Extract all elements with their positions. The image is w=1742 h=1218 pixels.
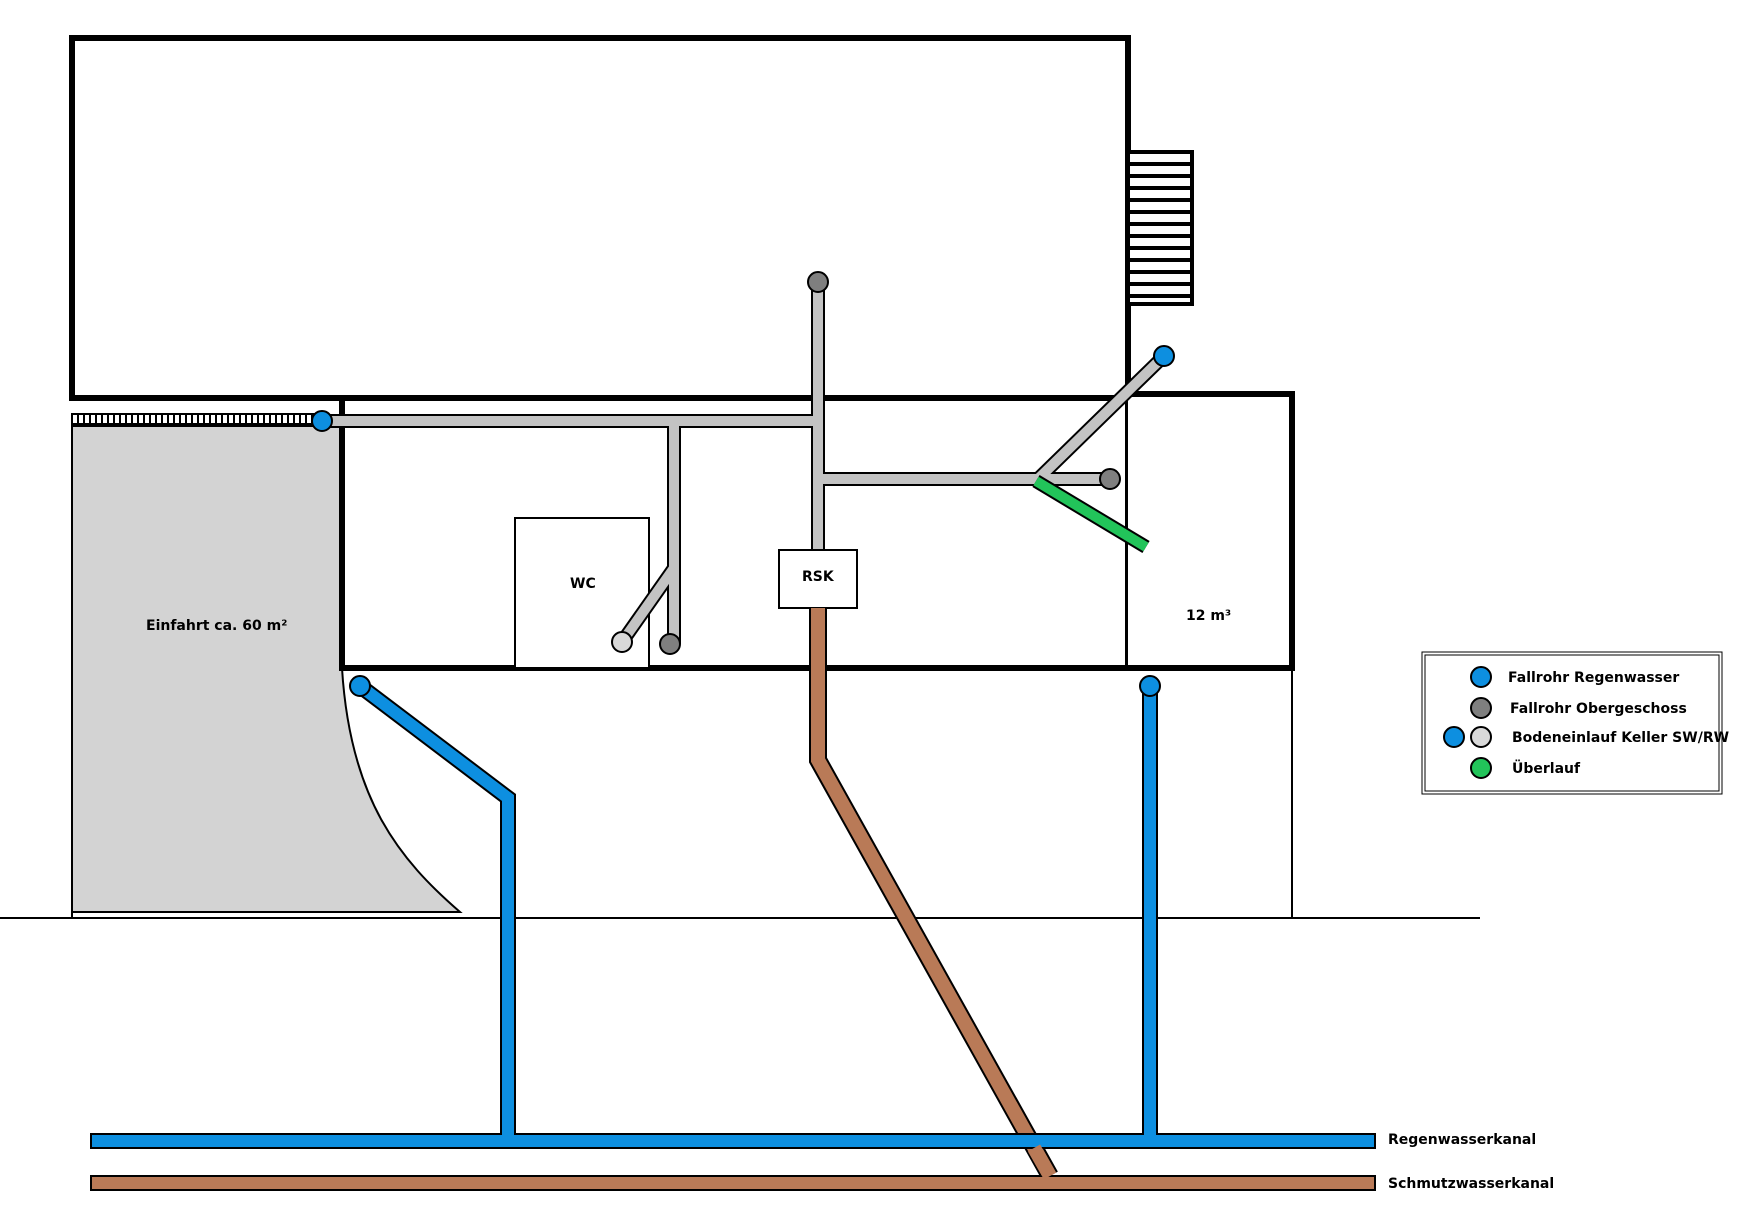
downpipe-upper-wc <box>659 633 681 655</box>
floor-drain-sw <box>611 631 633 653</box>
pipe-branch-wc <box>617 565 679 645</box>
legend-upper-swatch <box>1470 697 1492 719</box>
wc-label: WC <box>570 576 596 592</box>
downpipe-upper-right <box>1099 468 1121 490</box>
driveway-grate <box>71 413 327 425</box>
legend-item-overflow: Überlauf <box>1512 759 1581 777</box>
upper-building <box>69 35 1131 401</box>
legend: Fallrohr Regenwasser Fallrohr Obergescho… <box>1421 651 1729 795</box>
tank-annex <box>1128 391 1295 671</box>
legend-frame-inner <box>1424 654 1720 792</box>
floor-drain-rw-left <box>349 675 371 697</box>
legend-overflow-swatch <box>1470 757 1492 779</box>
einfahrt-label: Einfahrt ca. 60 m² <box>146 618 287 634</box>
legend-rain-swatch <box>1470 666 1492 688</box>
rain-downpipe-annex <box>1153 345 1175 367</box>
floor-drain-rw-right <box>1139 675 1161 697</box>
rsk-label: RSK <box>802 569 835 585</box>
pipe-branch-up-right <box>1034 352 1168 483</box>
stair-grate <box>1126 150 1194 306</box>
schmutzwasserkanal-label: Schmutzwasserkanal <box>1388 1176 1554 1192</box>
legend-drain-rw-swatch <box>1443 726 1465 748</box>
regenwasserkanal-label: Regenwasserkanal <box>1388 1132 1536 1148</box>
legend-item-upper: Fallrohr Obergeschoss <box>1510 701 1687 717</box>
overflow-pipe-fill <box>1033 476 1149 552</box>
legend-drain-sw-swatch <box>1470 726 1492 748</box>
rain-downpipe-driveway <box>311 410 333 432</box>
sewage-pipe <box>811 608 1057 1180</box>
rain-pipe-left-outline <box>355 679 516 1142</box>
sewage-pipe-outline <box>809 608 1058 1181</box>
driveway-area <box>71 425 463 913</box>
rain-pipe-left <box>356 681 514 1142</box>
sewage-pipe-join <box>1027 1144 1057 1180</box>
tank-label: 12 m³ <box>1186 608 1231 624</box>
regenwasserkanal-bar <box>90 1133 1376 1149</box>
downpipe-upper-top <box>807 271 829 293</box>
legend-item-rain: Fallrohr Regenwasser <box>1508 670 1679 686</box>
lower-floor-walls <box>72 395 1128 671</box>
legend-item-drain: Bodeneinlauf Keller SW/RW <box>1512 730 1729 746</box>
schmutzwasserkanal-bar <box>90 1175 1376 1191</box>
